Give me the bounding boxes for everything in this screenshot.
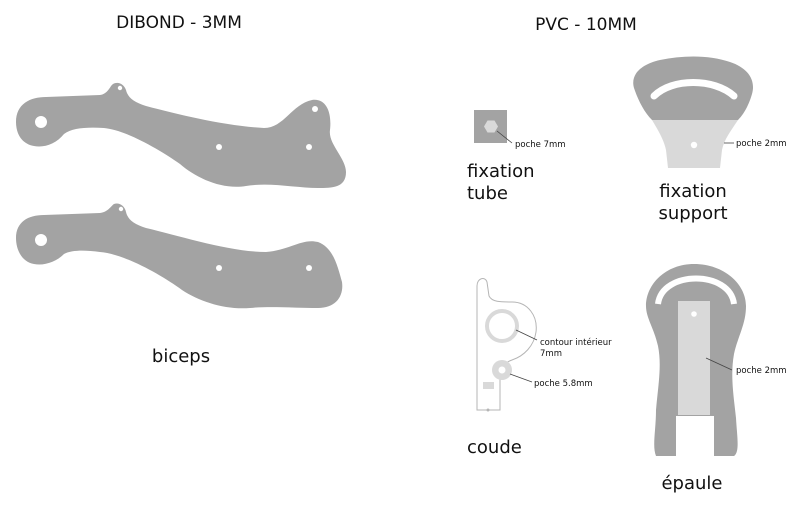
contour-interieur-ring — [485, 309, 519, 343]
annotation-poche-2mm-epaule: poche 2mm — [736, 366, 787, 376]
annotation-contour-interieur-line2: 7mm — [540, 349, 562, 359]
part-label-fixation-tube-line1: fixation — [467, 161, 535, 182]
pocket-center-hole — [498, 366, 506, 374]
leader-line — [496, 130, 513, 144]
biceps-hole — [118, 206, 124, 212]
epaule-part — [646, 264, 746, 456]
biceps-hole — [306, 265, 312, 271]
leader-line — [515, 329, 538, 341]
support-slot — [650, 79, 738, 100]
biceps-part-bottom — [16, 203, 343, 309]
annotation-poche-7mm: poche 7mm — [515, 140, 566, 150]
biceps-hole — [216, 144, 222, 150]
biceps-part-top — [16, 82, 346, 188]
biceps-hole — [312, 106, 318, 112]
biceps-hole — [216, 265, 222, 271]
annotation-poche-2mm-support: poche 2mm — [736, 139, 787, 149]
biceps-hole — [306, 144, 312, 150]
biceps-plate-bottom — [16, 203, 343, 309]
section-heading-pvc: PVC - 10MM — [535, 15, 637, 35]
biceps-hole — [117, 85, 123, 91]
epaule-slot — [655, 275, 737, 305]
small-pocket — [483, 382, 494, 389]
section-heading-dibond: DIBOND - 3MM — [116, 13, 242, 33]
part-label-fixation-support-line2: support — [658, 203, 727, 224]
annotation-poche-5-8mm: poche 5.8mm — [534, 379, 593, 389]
annotation-contour-interieur-line1: contour intérieur — [540, 337, 612, 348]
part-label-coude: coude — [467, 437, 522, 458]
hex-pocket — [484, 120, 498, 133]
bottom-hole — [486, 408, 490, 412]
leader-line — [705, 357, 733, 371]
support-cap — [633, 56, 754, 120]
biceps-plate-top — [16, 82, 346, 188]
part-label-epaule: épaule — [661, 473, 722, 494]
part-label-fixation-support-line1: fixation — [659, 181, 727, 202]
coude-outline — [476, 278, 537, 411]
epaule-pocket — [678, 301, 710, 415]
part-label-biceps: biceps — [152, 346, 210, 367]
epaule-hole — [691, 311, 697, 317]
fixation-support-part — [633, 56, 754, 168]
support-hole — [690, 141, 698, 149]
leader-line — [509, 373, 533, 383]
part-label-fixation-tube-line2: tube — [467, 183, 508, 204]
coude-part — [476, 278, 538, 412]
fixation-tube-part — [474, 110, 513, 144]
